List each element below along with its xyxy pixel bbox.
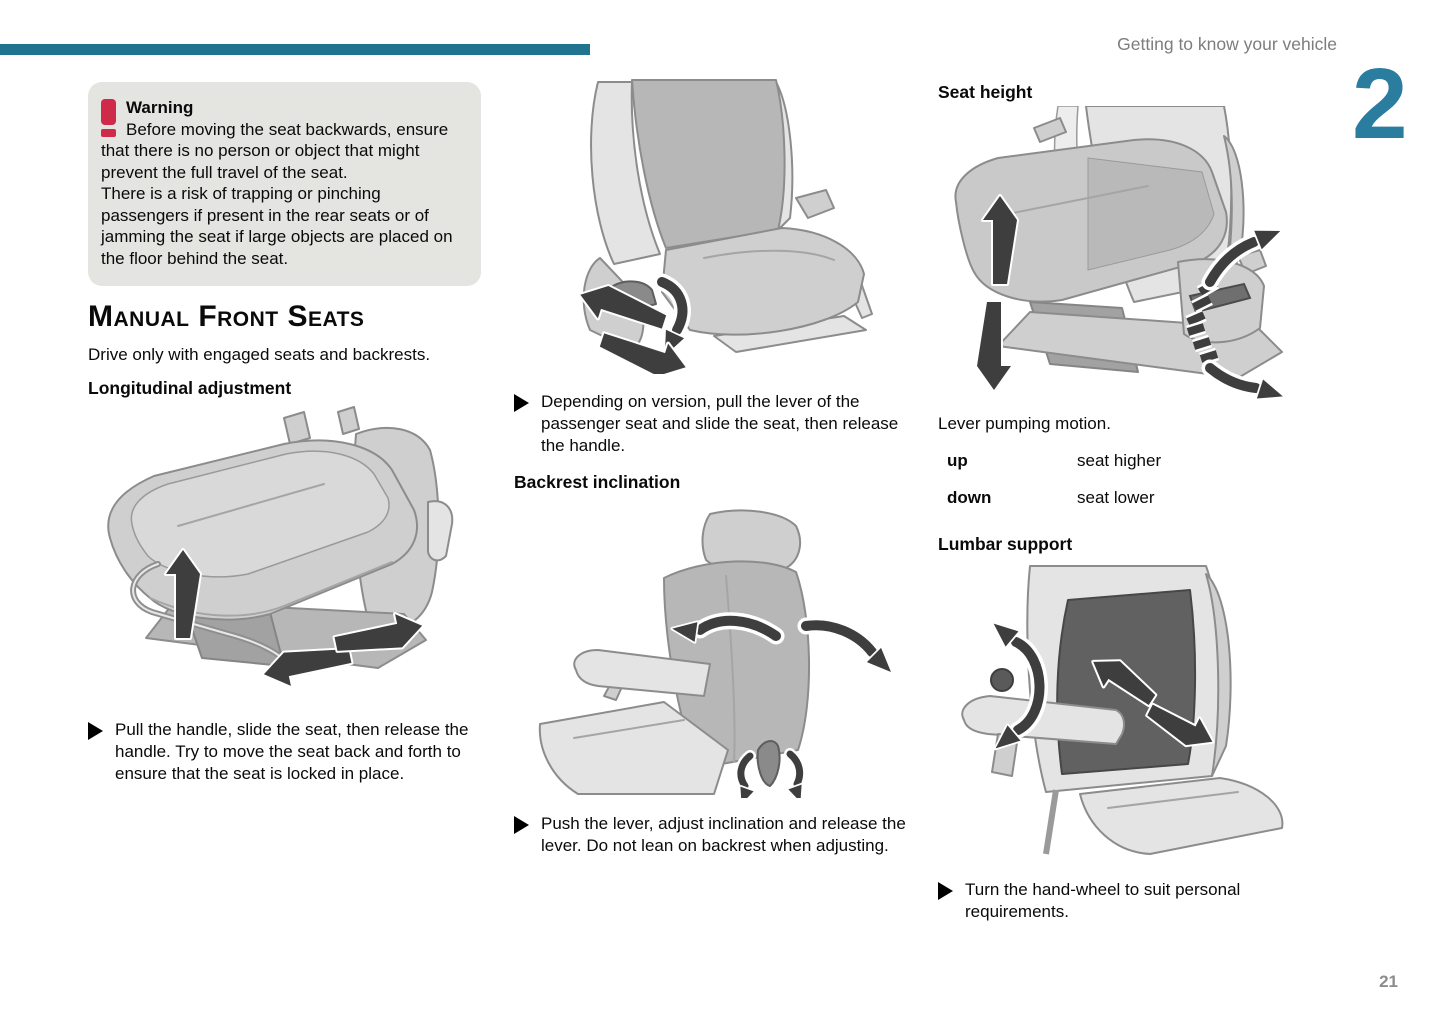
running-header: Getting to know your vehicle (1117, 34, 1337, 54)
lumbar-support-illustration (938, 562, 1331, 867)
table-row: up seat higher (947, 450, 1331, 472)
warning-title: Warning (126, 98, 194, 117)
column-left: Warning Before moving the seat backwards… (88, 82, 481, 785)
table-value: seat higher (1077, 451, 1162, 470)
instruction-backrest: Push the lever, adjust inclination and r… (514, 813, 907, 857)
instruction-longitudinal: Pull the handle, slide the seat, then re… (88, 719, 481, 785)
backrest-rearward-arrow-icon (797, 616, 900, 681)
lever-arrow-left-icon (733, 750, 756, 809)
table-key: down (947, 488, 992, 507)
heading-backrest-inclination: Backrest inclination (514, 472, 681, 492)
instruction-lumbar: Turn the hand-wheel to suit personal req… (938, 879, 1331, 923)
table-value: seat lower (1077, 488, 1155, 507)
column-right: Seat height (938, 82, 1331, 923)
lever-arrow-right-icon (784, 748, 809, 807)
chapter-accent-bar (0, 44, 590, 55)
instruction-passenger-slide: Depending on version, pull the lever of … (514, 391, 907, 457)
bullet-arrow-icon (514, 394, 529, 412)
warning-body-1: Before moving the seat backwards, ensure… (101, 119, 449, 182)
heading-seat-height: Seat height (938, 82, 1033, 102)
table-key: up (947, 451, 968, 470)
instruction-text: Turn the hand-wheel to suit personal req… (965, 880, 1241, 921)
backrest-forward-arrow-icon (669, 612, 785, 645)
instruction-text: Pull the handle, slide the seat, then re… (115, 720, 469, 783)
bullet-arrow-icon (938, 882, 953, 900)
instruction-text: Depending on version, pull the lever of … (541, 392, 899, 455)
heading-longitudinal-adjustment: Longitudinal adjustment (88, 378, 292, 398)
backrest-inclination-illustration (514, 498, 907, 809)
table-row: down seat lower (947, 487, 1331, 509)
lever-down-arrow-icon (1186, 320, 1288, 408)
page-number: 21 (1379, 972, 1398, 991)
lever-up-arrow-icon (1185, 219, 1286, 328)
passenger-seat-slide-illustration (514, 78, 907, 386)
longitudinal-adjustment-illustration (88, 406, 481, 701)
section-title: Manual Front Seats (88, 300, 365, 333)
seat-height-caption: Lever pumping motion. (938, 414, 1111, 433)
section-intro: Drive only with engaged seats and backre… (88, 345, 431, 364)
exclamation-icon (101, 99, 116, 137)
bullet-arrow-icon (514, 816, 529, 834)
lever-pull-arrow-icon (653, 273, 691, 362)
handwheel-rotate-arrow-icon (985, 614, 1048, 758)
warning-box: Warning Before moving the seat backwards… (88, 82, 481, 286)
seat-height-illustration (938, 105, 1331, 411)
bullet-arrow-icon (88, 722, 103, 740)
instruction-text: Push the lever, adjust inclination and r… (541, 814, 906, 855)
chapter-number: 2 (1352, 48, 1408, 160)
warning-body-2: There is a risk of trapping or pinching … (101, 184, 453, 268)
heading-lumbar-support: Lumbar support (938, 534, 1073, 554)
column-middle: Depending on version, pull the lever of … (514, 78, 907, 857)
